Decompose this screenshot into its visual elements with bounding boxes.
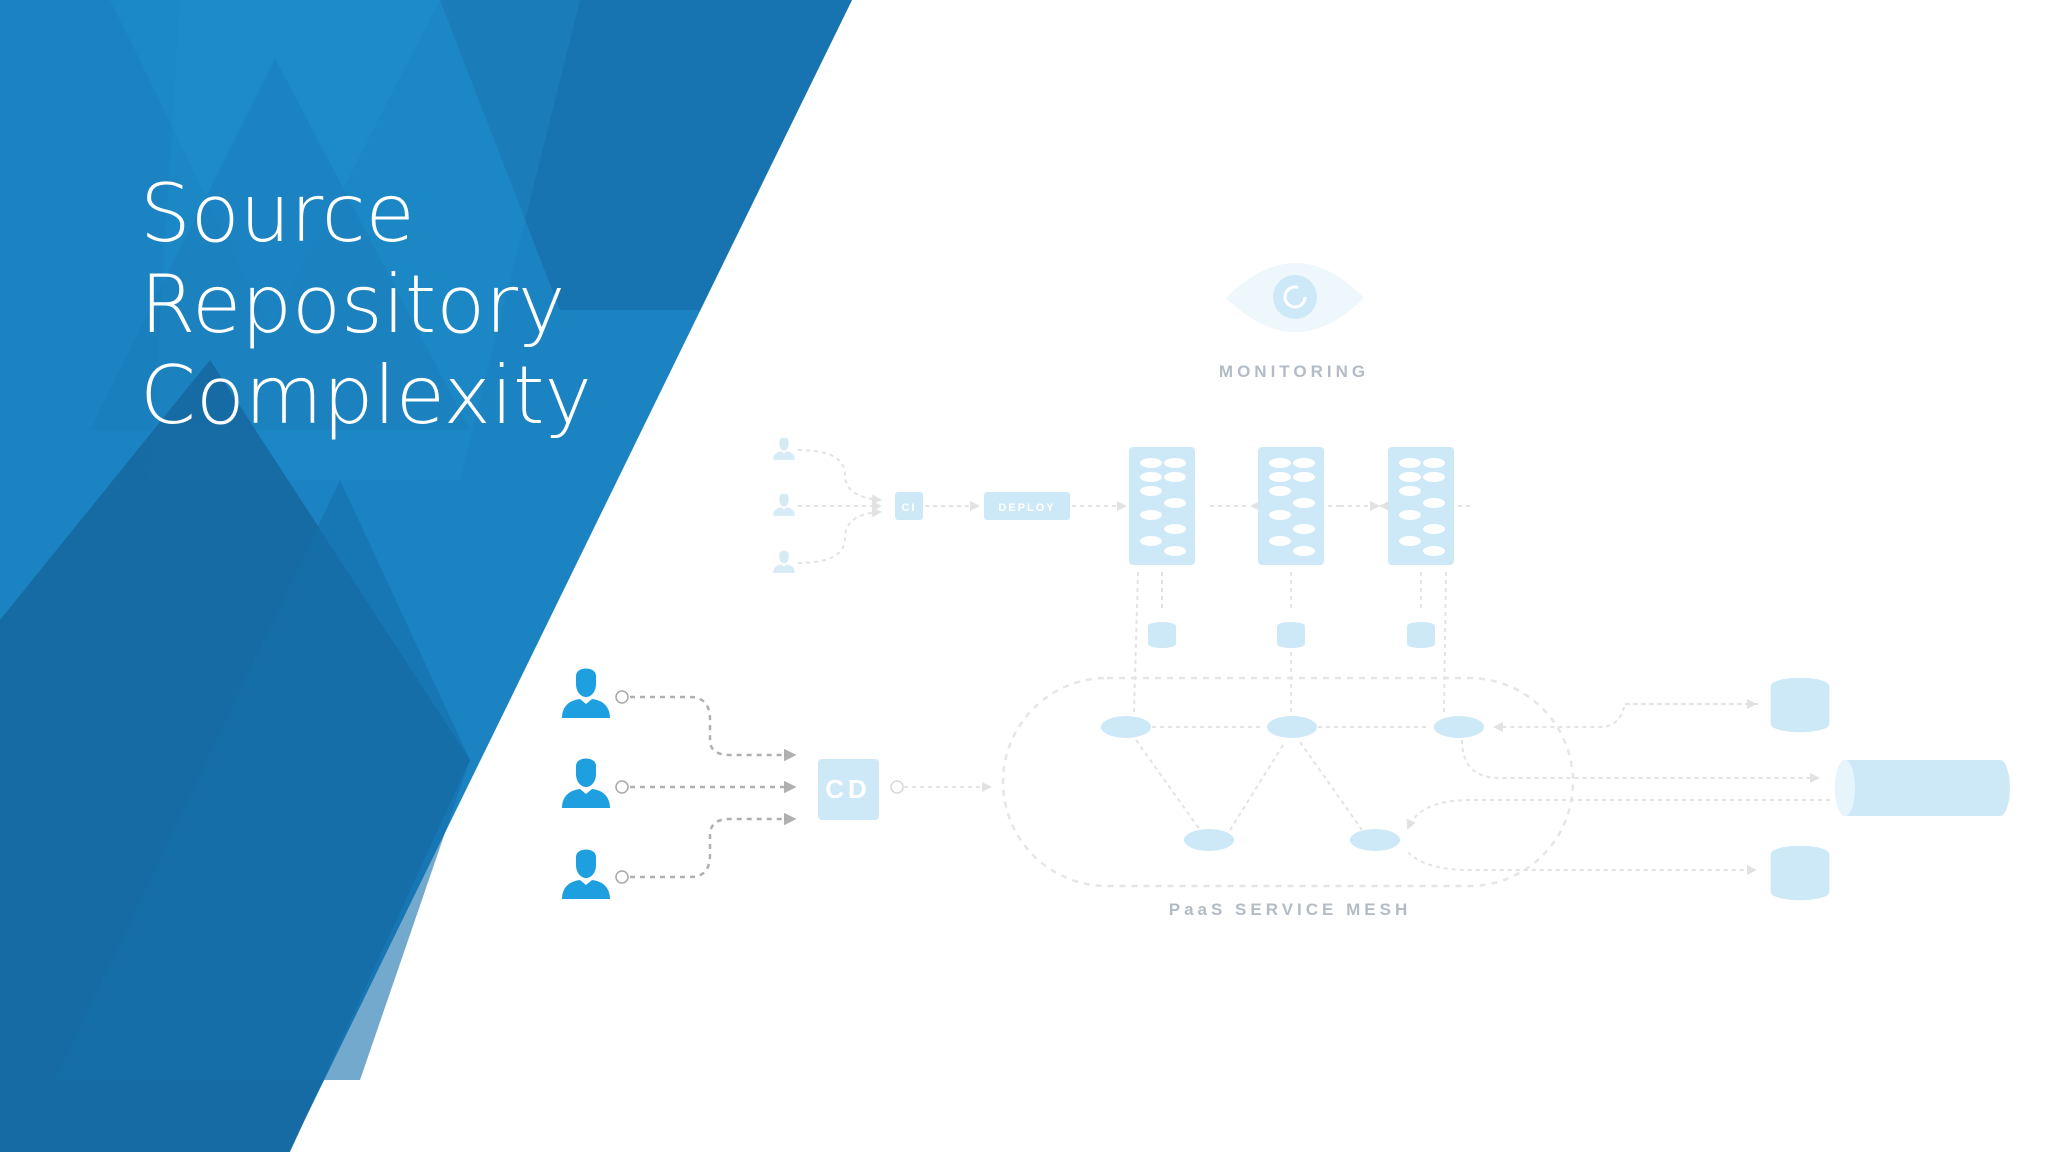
slide-title: Source Repository Complexity: [140, 168, 592, 441]
mesh-node: [1101, 716, 1151, 738]
cd-label: CD: [825, 774, 871, 804]
panel-facet-mid: [150, 0, 580, 480]
faded-users: [773, 437, 795, 573]
database-icon: [1277, 622, 1305, 648]
panel-facet-tri: [90, 58, 470, 430]
server-rack-icon: [1129, 447, 1195, 565]
cd-box: [818, 759, 879, 820]
mesh-nodes: [1101, 716, 1484, 851]
panel-facet-bottom: [55, 480, 470, 1080]
title-line-1: Source: [140, 167, 415, 260]
user-icon: [562, 668, 610, 718]
pipe-icon: [1835, 760, 2010, 816]
mesh-node: [1350, 829, 1400, 851]
server-rack-icon: [1258, 447, 1324, 565]
eye-icon: [1226, 263, 1364, 332]
user-icon: [562, 849, 610, 899]
mesh-node: [1184, 829, 1234, 851]
user-icon: [773, 437, 795, 460]
ci-box: [895, 492, 923, 520]
mesh-node: [1267, 716, 1317, 738]
deploy-label: DEPLOY: [998, 502, 1055, 514]
user-icon: [562, 758, 610, 808]
database-icon: [1770, 845, 1830, 901]
panel-facet-light: [110, 0, 440, 330]
database-icon: [1407, 622, 1435, 648]
user-icon: [773, 493, 795, 516]
panel-facet-top: [440, 0, 852, 310]
monitoring-label: MONITORING: [1219, 362, 1369, 381]
database-icon: [1770, 677, 1830, 733]
mesh-label: PaaS SERVICE MESH: [1169, 900, 1411, 919]
deploy-box: [984, 492, 1070, 520]
title-line-2: Repository: [140, 258, 566, 351]
server-rack-icon: [1388, 447, 1454, 565]
database-icon: [1148, 622, 1176, 648]
mesh-node: [1434, 716, 1484, 738]
ci-label: CI: [902, 502, 917, 514]
title-line-3: Complexity: [140, 349, 592, 442]
user-icon: [773, 550, 795, 573]
service-mesh-boundary: [1001, 676, 1575, 888]
